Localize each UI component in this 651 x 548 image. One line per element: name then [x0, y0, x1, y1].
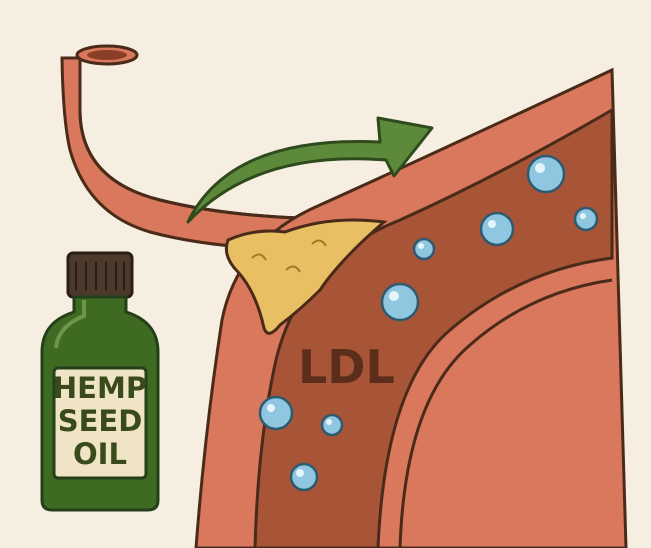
- bubble-icon: [289, 462, 319, 492]
- artery-lumen: [253, 107, 614, 548]
- bottle-cap: [66, 251, 134, 299]
- bubble-icon: [479, 211, 515, 247]
- plaque-deposit: [224, 218, 388, 335]
- bubbles: [258, 154, 599, 492]
- curved-arrow-icon: [186, 116, 434, 224]
- oil-bottle-icon: HEMP SEED OIL: [40, 251, 160, 512]
- branch-vessel: [60, 44, 302, 252]
- bubble-icon: [320, 413, 344, 437]
- bubble-icon: [573, 206, 599, 232]
- bottle-label-line-3: OIL: [73, 437, 127, 471]
- bubble-icon: [380, 282, 420, 322]
- bubble-icon: [412, 237, 436, 261]
- bubble-icon: [526, 154, 566, 194]
- ldl-label: LDL: [298, 340, 395, 394]
- bottle-label: [52, 366, 148, 480]
- bubble-icon: [258, 395, 294, 431]
- bottle-label-line-1: HEMP: [53, 371, 147, 405]
- bottle-label-line-2: SEED: [58, 404, 143, 438]
